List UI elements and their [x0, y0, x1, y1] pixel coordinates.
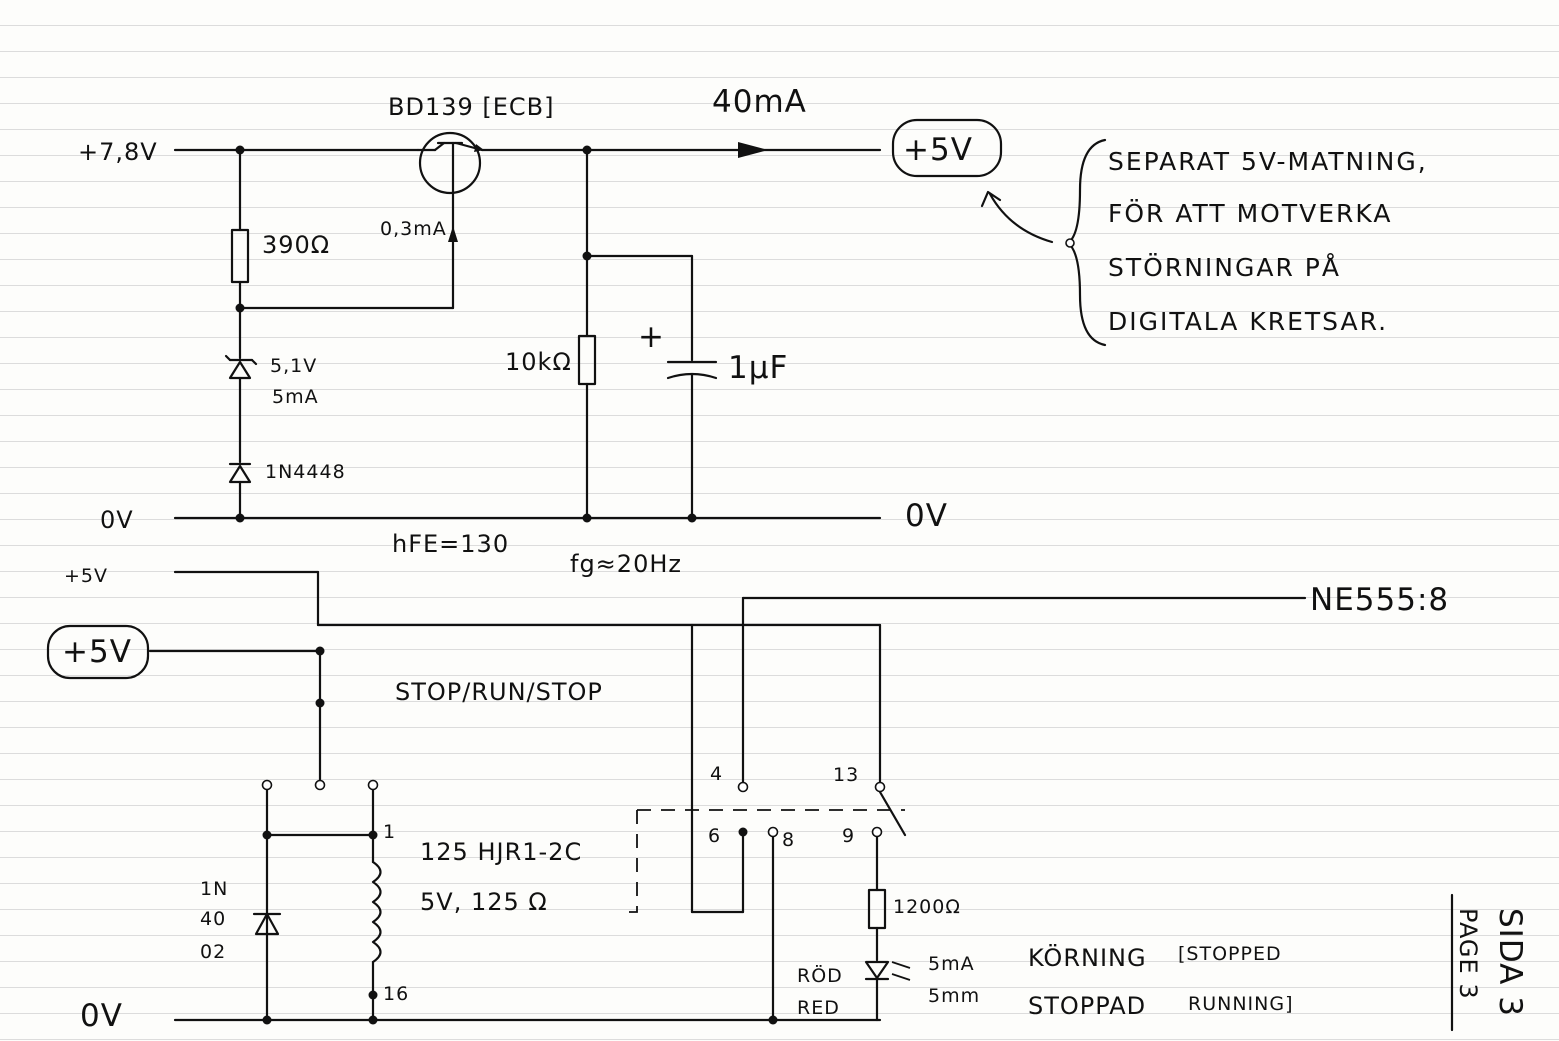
top-regulator-circuit: [173, 118, 1107, 523]
status-running-en: RUNNING]: [1188, 993, 1294, 1015]
relay-boundary-dashed: [622, 810, 638, 913]
led-color-en-label: RED: [797, 997, 840, 1019]
switch-label: STOP/RUN/STOP: [395, 678, 603, 706]
resistor-390-label: 390Ω: [262, 231, 330, 259]
base-current-label: 0,3mA: [380, 218, 447, 240]
page-number-en: PAGE 3: [1454, 908, 1482, 1000]
zener-current-label: 5mA: [272, 386, 319, 408]
current-out-label: 40mA: [712, 84, 807, 120]
relay-coil-symbol: [371, 860, 382, 964]
diode-label: 1N4448: [265, 461, 346, 483]
pin-13-label: 13: [833, 764, 859, 786]
resistor-390-symbol: [230, 228, 250, 284]
hfe-label: hFE=130: [392, 530, 509, 558]
relay-switch-arm: [878, 790, 907, 837]
contact-pin-6: [738, 827, 748, 837]
led-light-arrow-1: [891, 961, 911, 969]
status-stopped-sv: STOPPAD: [1028, 992, 1146, 1020]
capacitor-plus-label: +: [638, 319, 665, 355]
relay-spec-label: 5V, 125 Ω: [420, 888, 548, 916]
led-light-arrow-2: [891, 973, 911, 981]
ground-bottom-label: 0V: [80, 998, 123, 1034]
rail-5v-circled-label: +5V: [62, 634, 132, 670]
contact-pin-13: [874, 781, 886, 793]
diode-1n4448-symbol: [228, 464, 252, 484]
flyback-diode-label-2: 40: [200, 908, 226, 930]
contact-pin-9: [871, 826, 883, 838]
resistor-10k-symbol: [577, 334, 597, 386]
pin-9-label: 9: [842, 825, 855, 847]
rail-5v-small-label: +5V: [64, 565, 108, 587]
switch-terminal-right: [367, 779, 379, 791]
led-size-label: 5mm: [928, 985, 980, 1007]
output-5v-bubble: [891, 118, 1003, 178]
flyback-diode-symbol: [254, 912, 280, 936]
ground-top-left-label: 0V: [100, 506, 134, 534]
status-running-sv: KÖRNING: [1028, 943, 1147, 972]
capacitor-label: 1µF: [728, 350, 788, 386]
contact-pin-8: [767, 826, 779, 838]
cutoff-frequency-label: fg≈20Hz: [570, 550, 682, 578]
input-voltage-label: +7,8V: [78, 138, 158, 166]
contact-pin-4: [737, 781, 749, 793]
pin-6-label: 6: [708, 825, 721, 847]
note-line-1: SEPARAT 5V-MATNING,: [1108, 147, 1428, 176]
zener-voltage-label: 5,1V: [270, 355, 317, 377]
switch-terminal-left: [261, 779, 273, 791]
bottom-relay-circuit: [46, 570, 1454, 1032]
ground-top-right-label: 0V: [905, 498, 948, 534]
bd139-transistor-symbol: [418, 131, 482, 195]
resistor-10k-label: 10kΩ: [505, 348, 572, 376]
flyback-diode-label-1: 1N: [200, 878, 228, 900]
resistor-1200-symbol: [867, 888, 887, 930]
flyback-diode-label-3: 02: [200, 941, 226, 963]
led-current-label: 5mA: [928, 953, 975, 975]
pin-16-label: 16: [383, 983, 409, 1005]
note-pointer-arrow: [988, 192, 1054, 244]
led-color-sv-label: RÖD: [797, 964, 843, 987]
led-symbol: [864, 960, 890, 980]
output-5v-label: +5V: [903, 132, 973, 168]
status-stopped-en: [STOPPED: [1178, 943, 1282, 965]
note-line-3: STÖRNINGAR PÅ: [1108, 253, 1341, 282]
current-arrow-icon: [738, 142, 768, 158]
base-current-arrow: [448, 226, 458, 242]
relay-part-label: 125 HJR1-2C: [420, 838, 582, 866]
pin-8-label: 8: [782, 829, 795, 851]
pin-1-label: 1: [383, 821, 396, 843]
switch-terminal-common: [314, 779, 326, 791]
page-number-sv: SIDA 3: [1492, 908, 1528, 1017]
rail-5v-bubble: [46, 624, 150, 680]
ne555-label: NE555:8: [1310, 582, 1449, 618]
transistor-label: BD139 [ECB]: [388, 93, 555, 121]
note-line-2: FÖR ATT MOTVERKA: [1108, 199, 1392, 228]
note-line-4: DIGITALA KRETSAR.: [1108, 307, 1388, 336]
zener-diode-symbol: [228, 360, 252, 380]
pin-4-label: 4: [710, 763, 723, 785]
led-resistor-label: 1200Ω: [893, 896, 961, 918]
